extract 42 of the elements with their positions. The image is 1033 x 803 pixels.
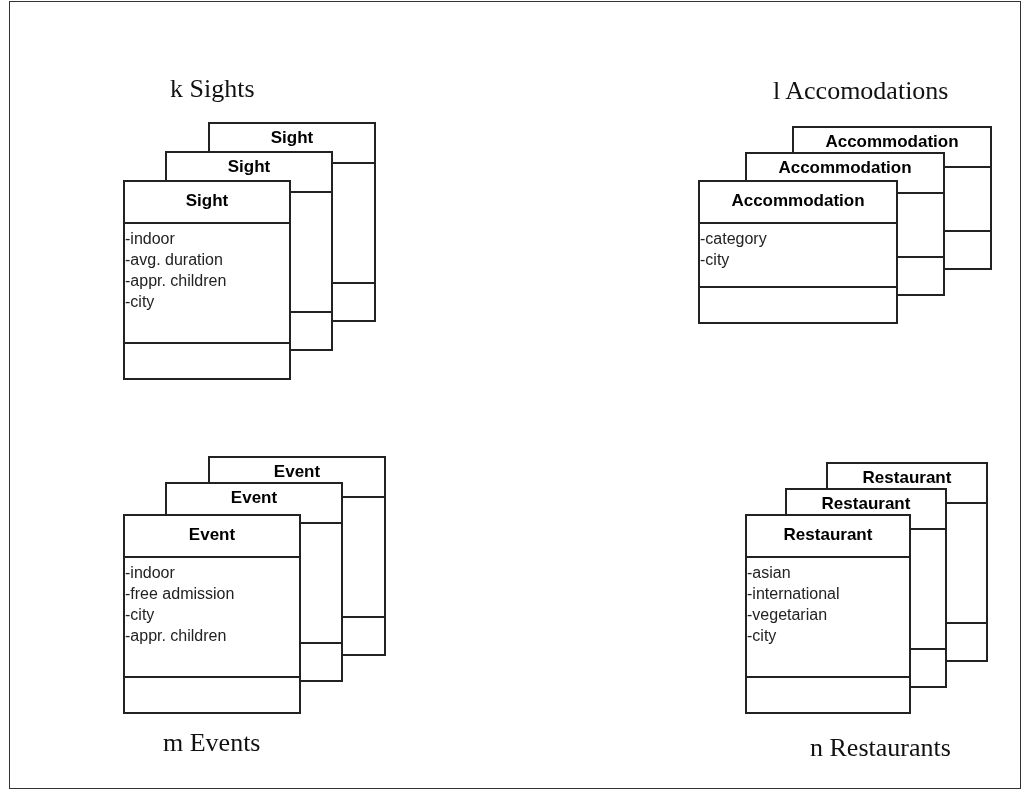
class-name: Event [230, 488, 278, 507]
uml-class-header [208, 456, 386, 482]
class-name: Sight [227, 157, 271, 176]
group-label: m Events [163, 728, 261, 758]
class-name: Event [273, 462, 321, 481]
class-name: Accommodation [731, 191, 865, 210]
uml-class-header [785, 488, 947, 514]
attribute-text: -free admission [125, 584, 235, 604]
uml-class-header [792, 126, 992, 152]
uml-class-header [165, 151, 333, 180]
attribute-text: -category [700, 229, 767, 249]
uml-class-box [123, 180, 291, 380]
attribute-text: -city [700, 250, 730, 270]
attribute-text: -indoor [125, 229, 175, 249]
attribute-text: -appr. children [125, 271, 227, 291]
attribute-text: -indoor [125, 563, 175, 583]
uml-class-header [208, 122, 376, 151]
attribute-text: -city [125, 292, 155, 312]
uml-class-box [698, 180, 898, 324]
class-name: Restaurant [862, 468, 952, 487]
uml-class-box [745, 514, 911, 714]
class-name: Sight [185, 191, 229, 210]
uml-class-header [165, 482, 343, 514]
uml-class-header [826, 462, 988, 488]
attribute-text: -appr. children [125, 626, 227, 646]
class-name: Accommodation [778, 158, 912, 177]
group-label: k Sights [170, 74, 255, 104]
class-name: Event [188, 525, 236, 544]
group-label: l Accomodations [773, 76, 949, 106]
class-name: Accommodation [825, 132, 959, 151]
attribute-text: -avg. duration [125, 250, 223, 270]
attribute-text: -vegetarian [747, 605, 828, 625]
attribute-text: -asian [747, 563, 791, 583]
attribute-text: -city [747, 626, 777, 646]
uml-class-header [745, 152, 945, 180]
class-name: Sight [270, 128, 314, 147]
attribute-text: -city [125, 605, 155, 625]
class-name: Restaurant [783, 525, 873, 544]
uml-class-box [123, 514, 301, 714]
group-label: n Restaurants [810, 733, 951, 763]
attribute-text: -international [747, 584, 840, 604]
class-name: Restaurant [821, 494, 911, 513]
